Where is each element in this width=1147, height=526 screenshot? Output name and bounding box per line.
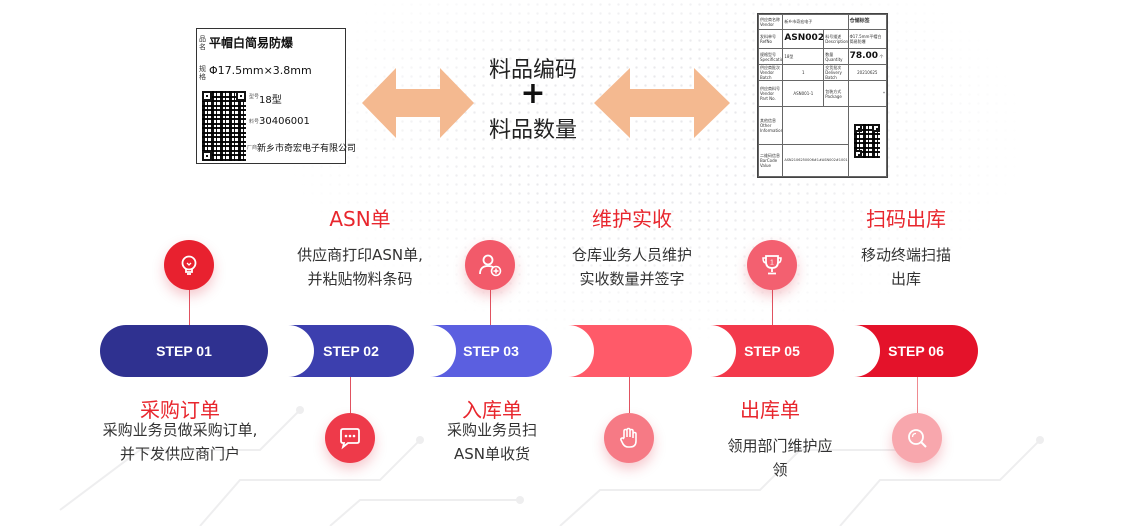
step3-icon-circle bbox=[465, 240, 515, 290]
asn-qty-key: 数量 Quantity bbox=[823, 48, 849, 66]
material-name: 平帽白简易防爆 bbox=[209, 36, 294, 50]
step5-icon-circle: 1 bbox=[747, 240, 797, 290]
asn-spec-value: 18型 bbox=[782, 48, 825, 66]
step6-desc: 移动终端扫描 出库 bbox=[816, 243, 996, 291]
asn-desc-value: Φ17.5mm平帽白简易防爆 bbox=[847, 28, 888, 50]
asn-batch-key: 供应商批次 Vendor Batch bbox=[757, 64, 784, 82]
step6-pill: STEP 06 bbox=[854, 325, 978, 377]
user-add-icon bbox=[479, 254, 502, 277]
asn-vendor-value: 新乡市奇宏电子 bbox=[782, 14, 849, 30]
asn-desc-key: 料号描述 Description bbox=[823, 28, 849, 50]
asn-barcode-value: ASN2106250006#1#ASN002#1001 bbox=[782, 143, 849, 178]
hand-icon bbox=[620, 427, 637, 448]
step3-connector bbox=[490, 288, 491, 325]
asn-dbatch-value: 20210625 bbox=[847, 64, 888, 82]
step3-title: 入库单 bbox=[462, 398, 522, 422]
asn-info-key: 其他信息 Other Information bbox=[757, 106, 784, 145]
step6-connector bbox=[917, 377, 918, 413]
step1-label: STEP 01 bbox=[156, 343, 212, 359]
asn-dbatch-key: 交货批次 Delivery Batch bbox=[823, 64, 849, 82]
model-value: 18型 bbox=[259, 95, 282, 106]
code-value: 30406001 bbox=[259, 116, 310, 127]
step2-connector bbox=[350, 377, 351, 413]
material-code-text: 料品编码 bbox=[488, 58, 577, 83]
step6-title: 扫码出库 bbox=[866, 207, 946, 231]
step6-icon-circle bbox=[892, 413, 942, 463]
right-double-arrow bbox=[594, 68, 730, 138]
material-quantity-text: 料品数量 bbox=[488, 118, 577, 143]
trophy-number: 1 bbox=[770, 260, 774, 267]
asn-batch-value: 1 bbox=[782, 64, 825, 82]
step2-desc-line1: 供应商打印ASN单, bbox=[297, 246, 423, 264]
step5-title: 出库单 bbox=[740, 398, 800, 422]
name-side-label: 品名 bbox=[199, 35, 206, 51]
step4-desc: 仓库业务人员维护 实收数量并签字 bbox=[532, 243, 732, 291]
step1-connector bbox=[189, 288, 190, 325]
step3-desc-line1: 采购业务员扫 bbox=[446, 421, 537, 439]
trophy-icon: 1 bbox=[762, 255, 782, 275]
maker-key: 厂商 bbox=[247, 145, 258, 151]
asn-qty-cell: 78.00 个 bbox=[847, 48, 888, 66]
left-double-arrow bbox=[362, 68, 474, 138]
step4-title: 维护实收 bbox=[592, 207, 672, 231]
step4-connector bbox=[629, 377, 630, 413]
step5-connector bbox=[772, 288, 773, 325]
asn-qty-value: 78.00 bbox=[849, 51, 879, 62]
step4-desc-line2: 实收数量并签字 bbox=[579, 270, 685, 288]
step1-desc-line1: 采购业务员做采购订单, bbox=[102, 421, 258, 439]
asn-label-sheet: 供应商名称 Vendor 新乡市奇宏电子 仓储标签 发料单号 RefNo ASN… bbox=[757, 13, 888, 178]
step6-desc-line2: 出库 bbox=[890, 270, 921, 288]
chat-bubble-icon bbox=[340, 428, 360, 450]
step4-icon-circle bbox=[604, 413, 654, 463]
spec-side-label: 规格 bbox=[199, 65, 206, 81]
code-key: 料号 bbox=[249, 119, 260, 125]
asn-barcode-key: 二维码信息 BarCode Value bbox=[757, 143, 784, 178]
asn-stamp: 仓储标签 bbox=[847, 14, 888, 30]
step1-desc-line2: 并下发供应商门户 bbox=[119, 445, 240, 463]
step1-pill: STEP 01 bbox=[100, 325, 268, 377]
step1-desc: 采购业务员做采购订单, 并下发供应商门户 bbox=[70, 418, 290, 466]
asn-qr-cell bbox=[847, 106, 888, 177]
step4-desc-line1: 仓库业务人员维护 bbox=[571, 246, 692, 264]
step2-desc-line2: 并粘贴物料条码 bbox=[307, 270, 413, 288]
asn-vendor-key: 供应商名称 Vendor bbox=[757, 14, 784, 30]
step2-desc: 供应商打印ASN单, 并粘贴物料条码 bbox=[260, 243, 460, 291]
asn-spec-key: 规格型号 Specifications bbox=[757, 48, 784, 66]
step2-title: ASN单 bbox=[329, 207, 391, 231]
asn-unit: 个 bbox=[879, 54, 884, 60]
step3-desc-line2: ASN单收货 bbox=[453, 445, 530, 463]
asn-part-key: 供应商料号 Vendor Part No. bbox=[757, 80, 784, 108]
asn-pkg-key: 包装方式 Package bbox=[823, 80, 849, 108]
material-spec: Φ17.5mm×3.8mm bbox=[209, 64, 312, 77]
lightbulb-icon bbox=[181, 255, 197, 275]
step2-icon-circle bbox=[325, 413, 375, 463]
step6-desc-line1: 移动终端扫描 bbox=[860, 246, 951, 264]
dotted-map-background bbox=[290, 0, 1020, 340]
asn-part-value: ASN001-1 bbox=[782, 80, 825, 108]
asn-refno-key: 发料单号 RefNo bbox=[757, 28, 784, 50]
step2-label: STEP 02 bbox=[323, 343, 379, 359]
asn-qr-code bbox=[854, 124, 881, 159]
asn-info-value bbox=[782, 106, 849, 145]
material-label: 品名 平帽白简易防爆 规格 Φ17.5mm×3.8mm 型号 18型 料号 30… bbox=[196, 28, 357, 164]
asn-pkg-value: * bbox=[847, 80, 888, 108]
model-key: 型号 bbox=[249, 94, 260, 100]
asn-refno-value: ASN002 bbox=[782, 28, 825, 50]
step1-title: 采购订单 bbox=[140, 398, 220, 422]
step5-desc-line1: 领用部门维护应 bbox=[727, 437, 833, 455]
maker-value: 新乡市奇宏电子有限公司 bbox=[257, 144, 357, 154]
step3-desc: 采购业务员扫 ASN单收货 bbox=[412, 418, 572, 466]
step5-label: STEP 05 bbox=[744, 343, 800, 359]
step3-label: STEP 03 bbox=[463, 343, 519, 359]
plus-sign: + bbox=[520, 76, 546, 111]
step5-desc-line2: 领 bbox=[772, 461, 788, 479]
step1-icon-circle bbox=[164, 240, 214, 290]
search-icon bbox=[908, 429, 927, 448]
step5-desc: 领用部门维护应 领 bbox=[700, 434, 860, 482]
step6-label: STEP 06 bbox=[888, 343, 944, 359]
material-qr-code bbox=[202, 91, 246, 161]
